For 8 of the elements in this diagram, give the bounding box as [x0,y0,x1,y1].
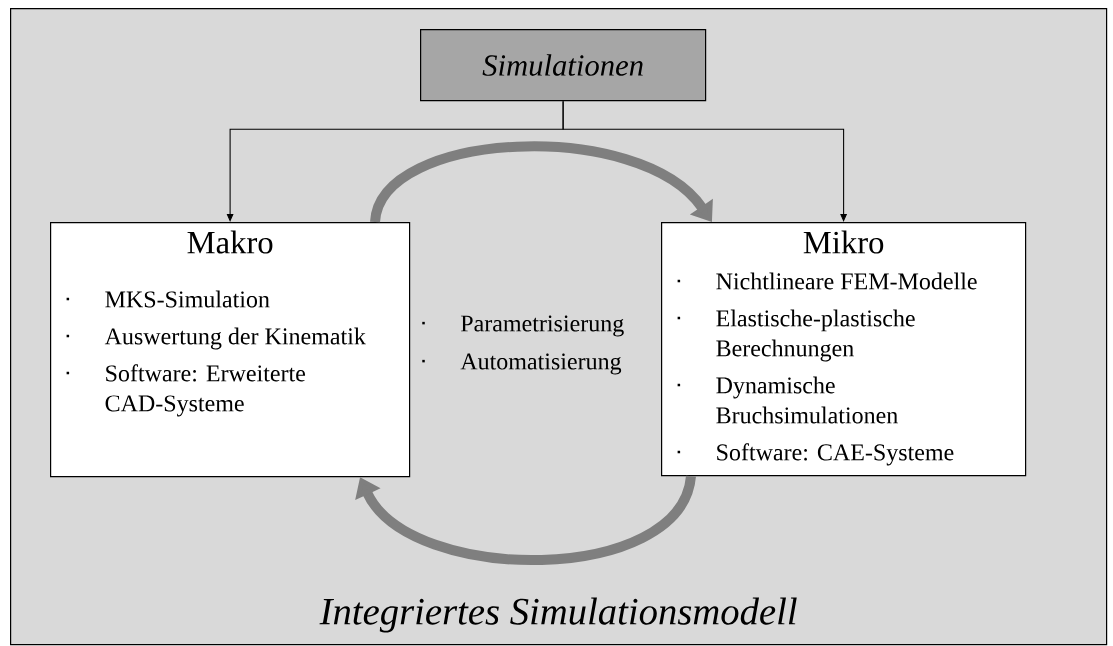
curved-arrow [355,474,696,565]
content-box: Makro MKS-Simulation Auswertung der Kinematik Software: Erweiterte CAD-Systeme [50,222,411,478]
content-box: Mikro Nichtlineare FEM-Modelle Elastische-plastische Berechnungen Dynamische Bruchsimulationen Software: CAE-Systeme [661,222,1027,477]
bullet-item: Parametrisierung [422,315,624,337]
curved-arrow [370,141,713,224]
arrow [562,100,848,222]
process-box: Simulationen [420,29,707,102]
bullet-item: Automatisierung [422,353,622,375]
